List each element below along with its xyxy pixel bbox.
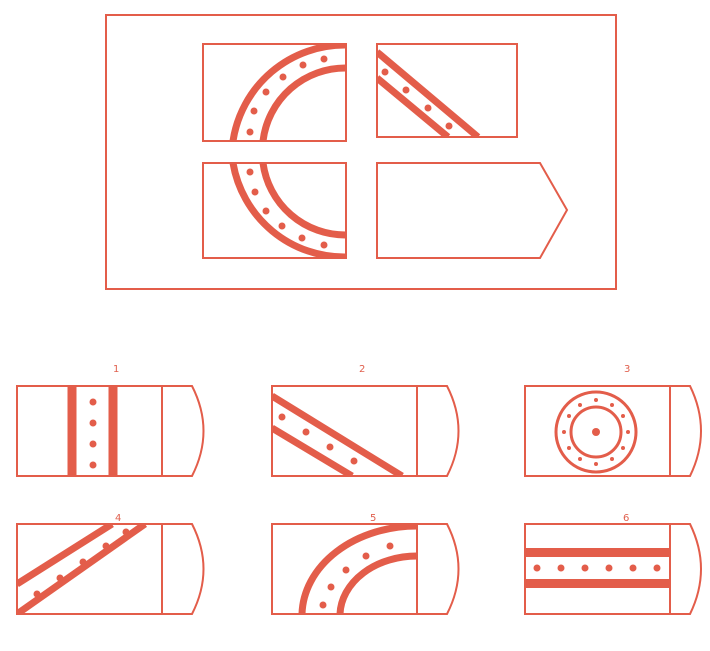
option-label-3: 3 xyxy=(624,364,630,375)
dot-row xyxy=(90,399,97,469)
option-2[interactable] xyxy=(272,386,459,476)
question-cell-1 xyxy=(203,44,346,141)
dot-row xyxy=(382,69,453,130)
option-label-4: 4 xyxy=(115,513,121,524)
question-frame xyxy=(106,15,616,289)
question-panel xyxy=(106,15,616,289)
arc-band-inner xyxy=(263,163,346,235)
question-cell-missing xyxy=(377,163,567,258)
option-label-2: 2 xyxy=(359,364,365,375)
option-4[interactable] xyxy=(17,524,204,614)
arc-band-inner xyxy=(263,68,346,141)
dot-row xyxy=(534,565,661,572)
question-cell-3 xyxy=(203,163,346,258)
option-label-5: 5 xyxy=(370,513,376,524)
option-1[interactable] xyxy=(17,386,204,476)
option-6[interactable] xyxy=(525,524,701,614)
question-cell-2 xyxy=(377,44,517,137)
option-5[interactable] xyxy=(272,524,459,614)
option-label-6: 6 xyxy=(623,513,629,524)
option-label-1: 1 xyxy=(113,364,119,375)
option-3[interactable] xyxy=(525,386,701,476)
